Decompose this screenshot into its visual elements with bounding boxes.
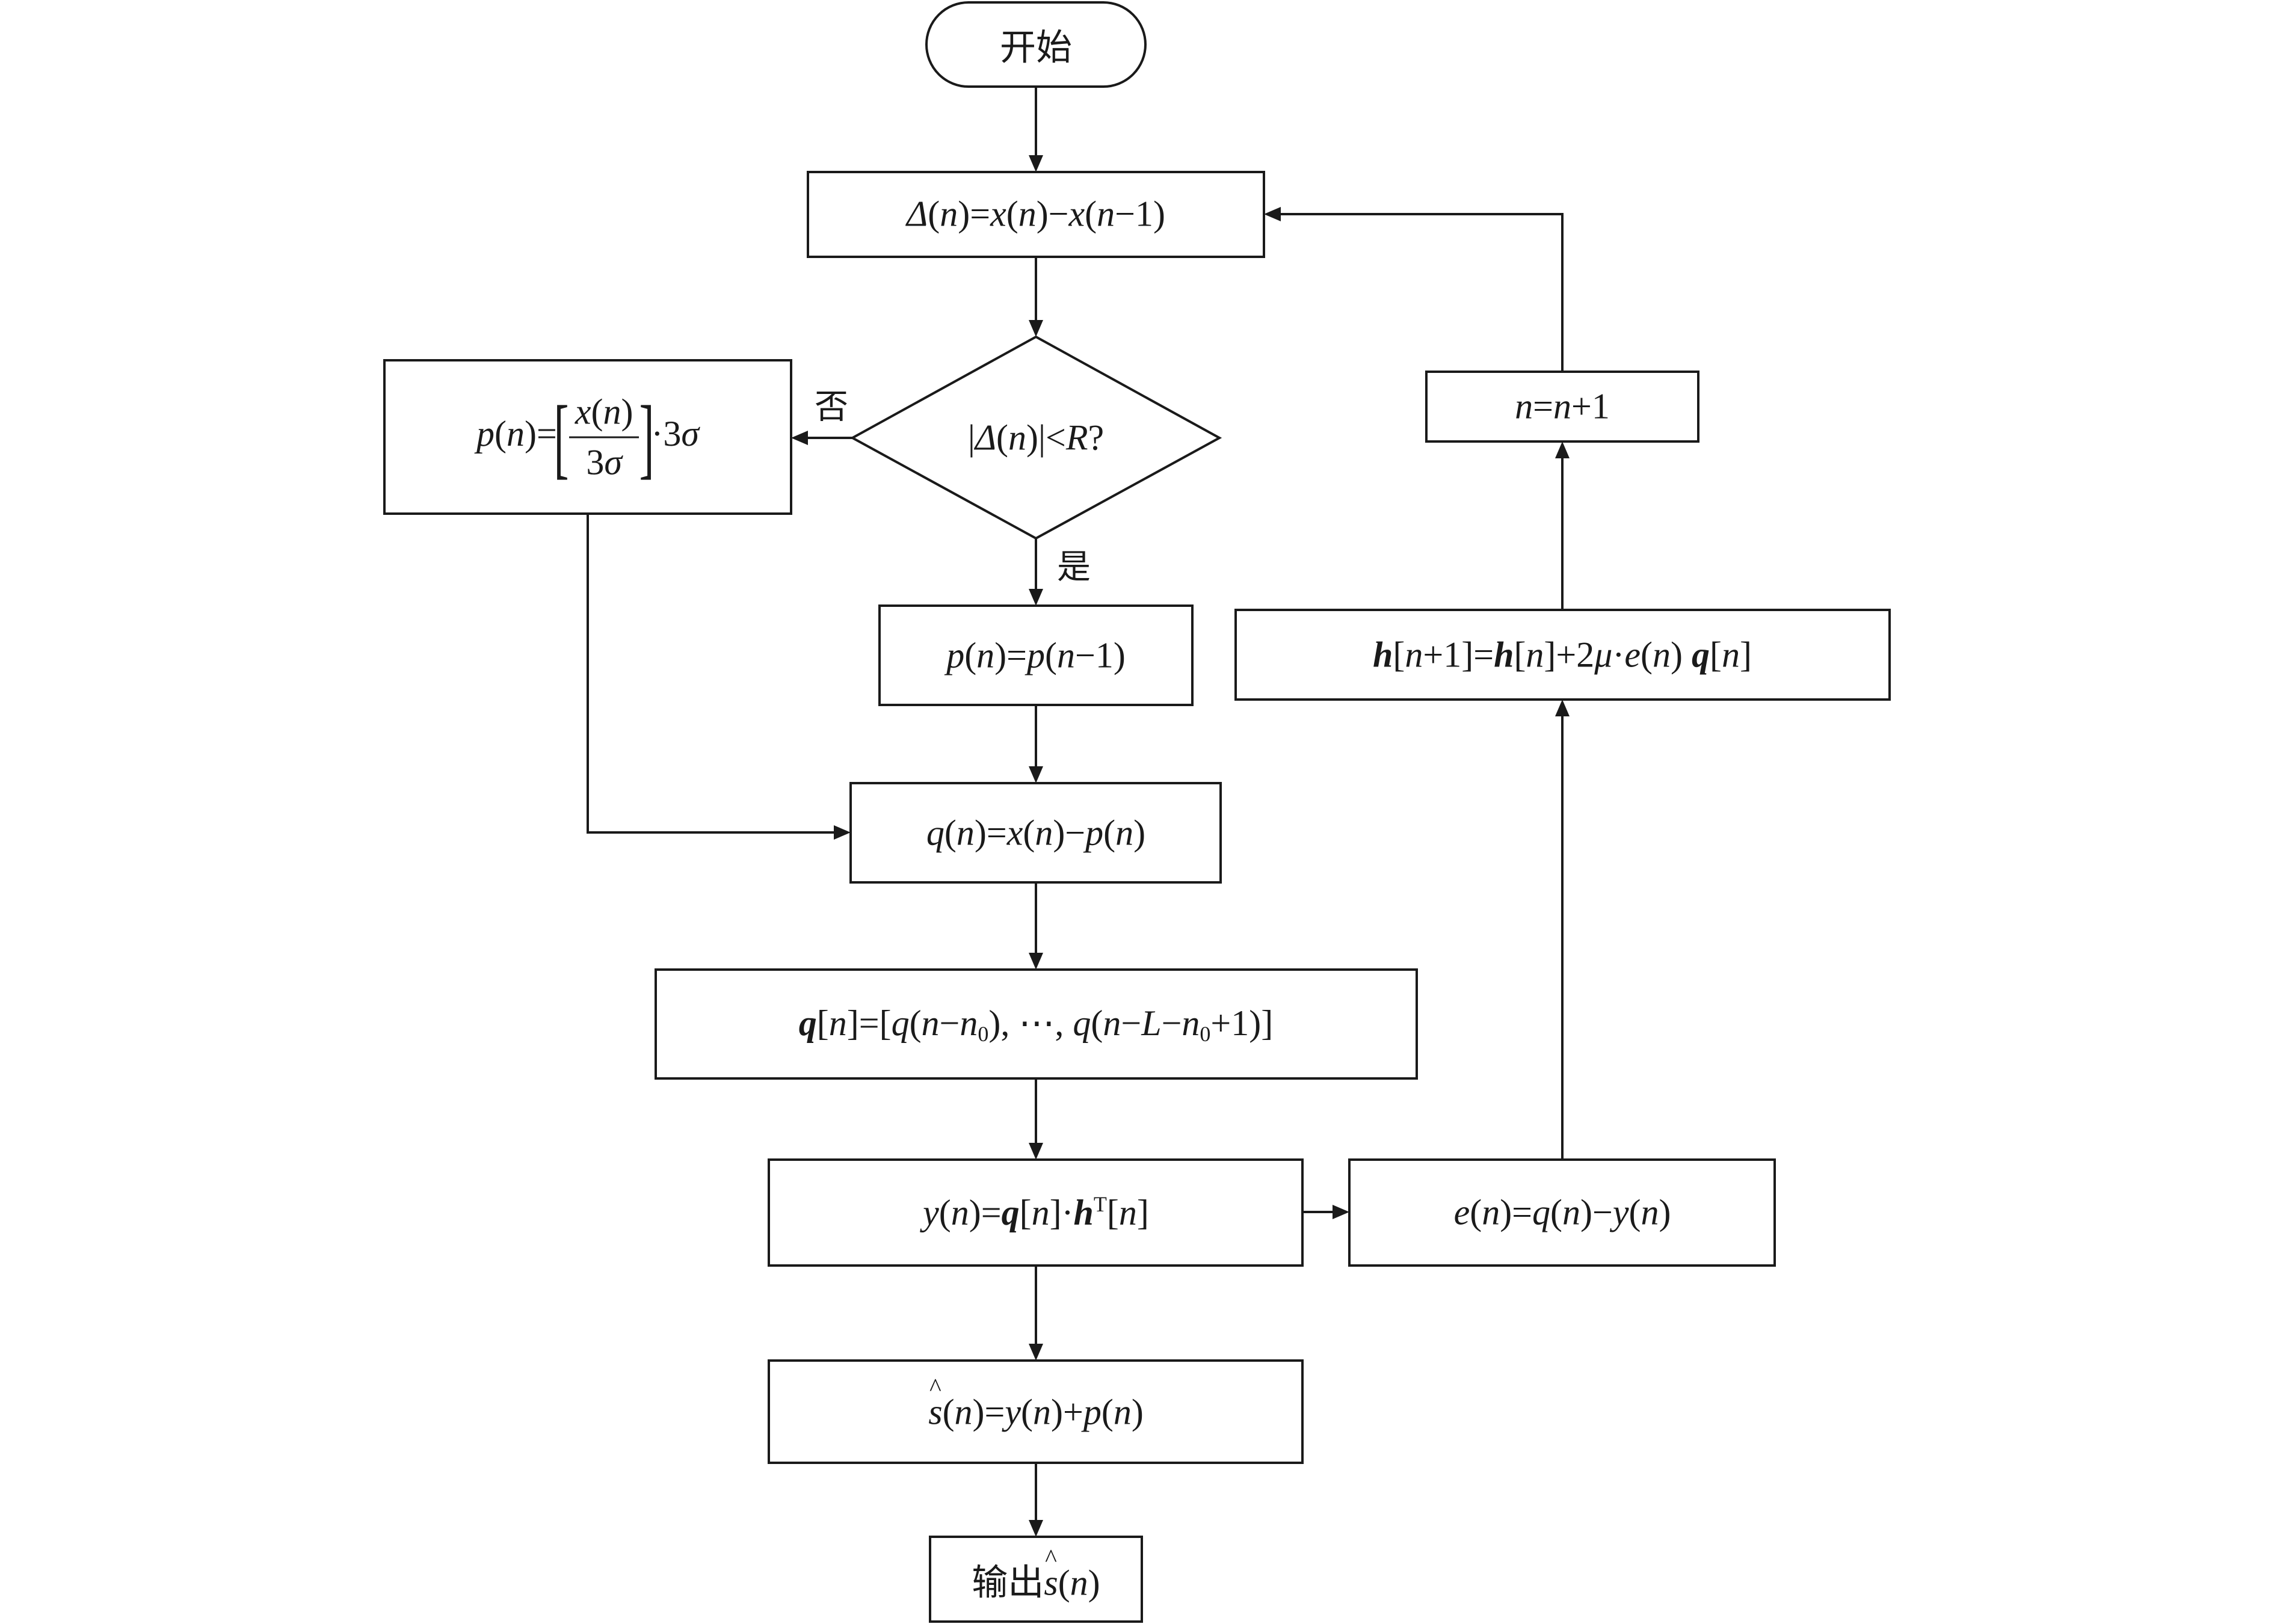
edge-label-no: 否 <box>815 387 848 427</box>
decision-condition: |Δ(n)|<R? <box>967 417 1105 458</box>
arrowhead-icon <box>834 825 851 840</box>
s-hat: s <box>928 1392 942 1433</box>
reconstruct-formula: s(n)=y(n)+p(n) <box>928 1392 1144 1433</box>
filter-formula: y(n)=q[n]·hT[n] <box>923 1192 1149 1232</box>
arrowhead-icon <box>1555 700 1570 716</box>
delta-formula: Δ(n)=x(n)−x(n−1) <box>907 194 1165 234</box>
right-floor-bracket: ] <box>639 387 655 487</box>
update-formula: h[n+1]=h[n]+2μ·e(n) q[n] <box>1373 635 1752 675</box>
edge-label-yes: 是 <box>1057 547 1091 587</box>
arrowhead-icon <box>1029 320 1043 337</box>
arrowhead-icon <box>1555 441 1570 458</box>
arrow-quantize-to-residual <box>587 514 837 834</box>
increment-formula: n=n+1 <box>1515 386 1610 426</box>
quantize-formula: p(n)=[x(n)3σ]·3σ <box>476 387 699 487</box>
arrowhead-icon <box>791 431 808 445</box>
quantize-fraction: x(n)3σ <box>568 392 639 484</box>
arrowhead-icon <box>1029 589 1043 606</box>
error-formula: e(n)=q(n)−y(n) <box>1453 1192 1671 1232</box>
delta-process-box <box>807 171 1265 258</box>
arrowhead-icon <box>1029 1344 1043 1361</box>
residual-process-box <box>849 782 1222 884</box>
arrowhead-icon <box>1029 953 1043 970</box>
arrowhead-icon <box>1029 155 1043 172</box>
arrowhead-icon <box>1029 766 1043 783</box>
update-process-box <box>1234 609 1891 701</box>
filter-process-box <box>768 1158 1304 1267</box>
s-hat: s <box>1044 1563 1058 1604</box>
increment-process-box <box>1425 371 1699 443</box>
error-process-box <box>1348 1158 1776 1267</box>
start-label: 开始 <box>1000 26 1072 69</box>
output-label: 输出s(n) <box>972 1554 1100 1606</box>
hold-formula: p(n)=p(n−1) <box>946 635 1126 675</box>
reconstruct-process-box <box>768 1359 1304 1464</box>
arrowhead-icon <box>1029 1520 1043 1537</box>
arrowhead-icon <box>1333 1205 1349 1219</box>
residual-formula: q(n)=x(n)−p(n) <box>926 813 1146 853</box>
node-shapes <box>383 1 1891 1623</box>
connectors <box>587 87 1570 1537</box>
arrow-increment-loop-to-delta <box>1277 213 1564 372</box>
vector-process-box <box>655 968 1418 1080</box>
vector-formula: q[n]=[q(n−n0), ⋯, q(n−L−n0+1)] <box>798 1003 1274 1046</box>
arrowhead-icon <box>1029 1143 1043 1160</box>
arrowhead-icon <box>1264 207 1281 221</box>
left-floor-bracket: [ <box>553 387 569 487</box>
